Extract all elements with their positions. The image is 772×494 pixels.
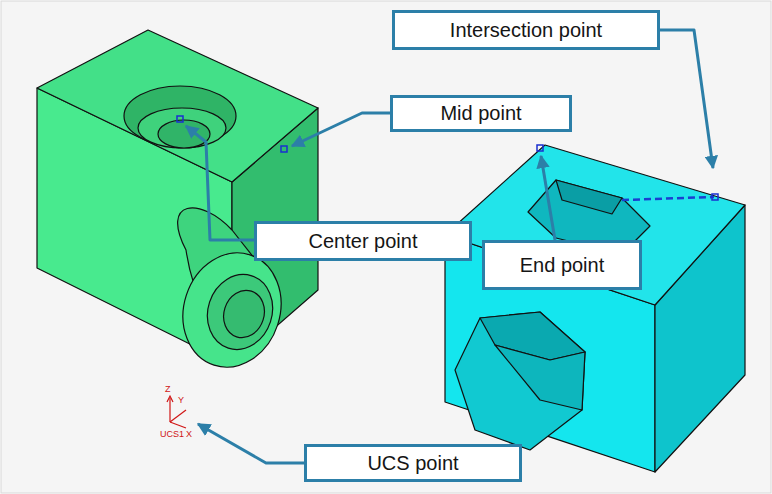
- ucs-name: UCS1: [160, 430, 184, 439]
- callout-text: Center point: [309, 230, 418, 253]
- callout-box: Center point: [254, 221, 472, 261]
- callout-box: Intersection point: [392, 10, 660, 50]
- callout-box: Mid point: [390, 95, 572, 132]
- axis-label: Y: [178, 396, 184, 405]
- callout-text: End point: [520, 254, 605, 277]
- callout-box: UCS point: [304, 444, 522, 482]
- callout-text: Intersection point: [450, 19, 602, 42]
- callout-box: End point: [482, 240, 642, 290]
- callout-text: Mid point: [440, 102, 521, 125]
- callout-text: UCS point: [367, 452, 458, 475]
- axis-label: X: [186, 430, 192, 439]
- axis-label: Z: [165, 385, 171, 394]
